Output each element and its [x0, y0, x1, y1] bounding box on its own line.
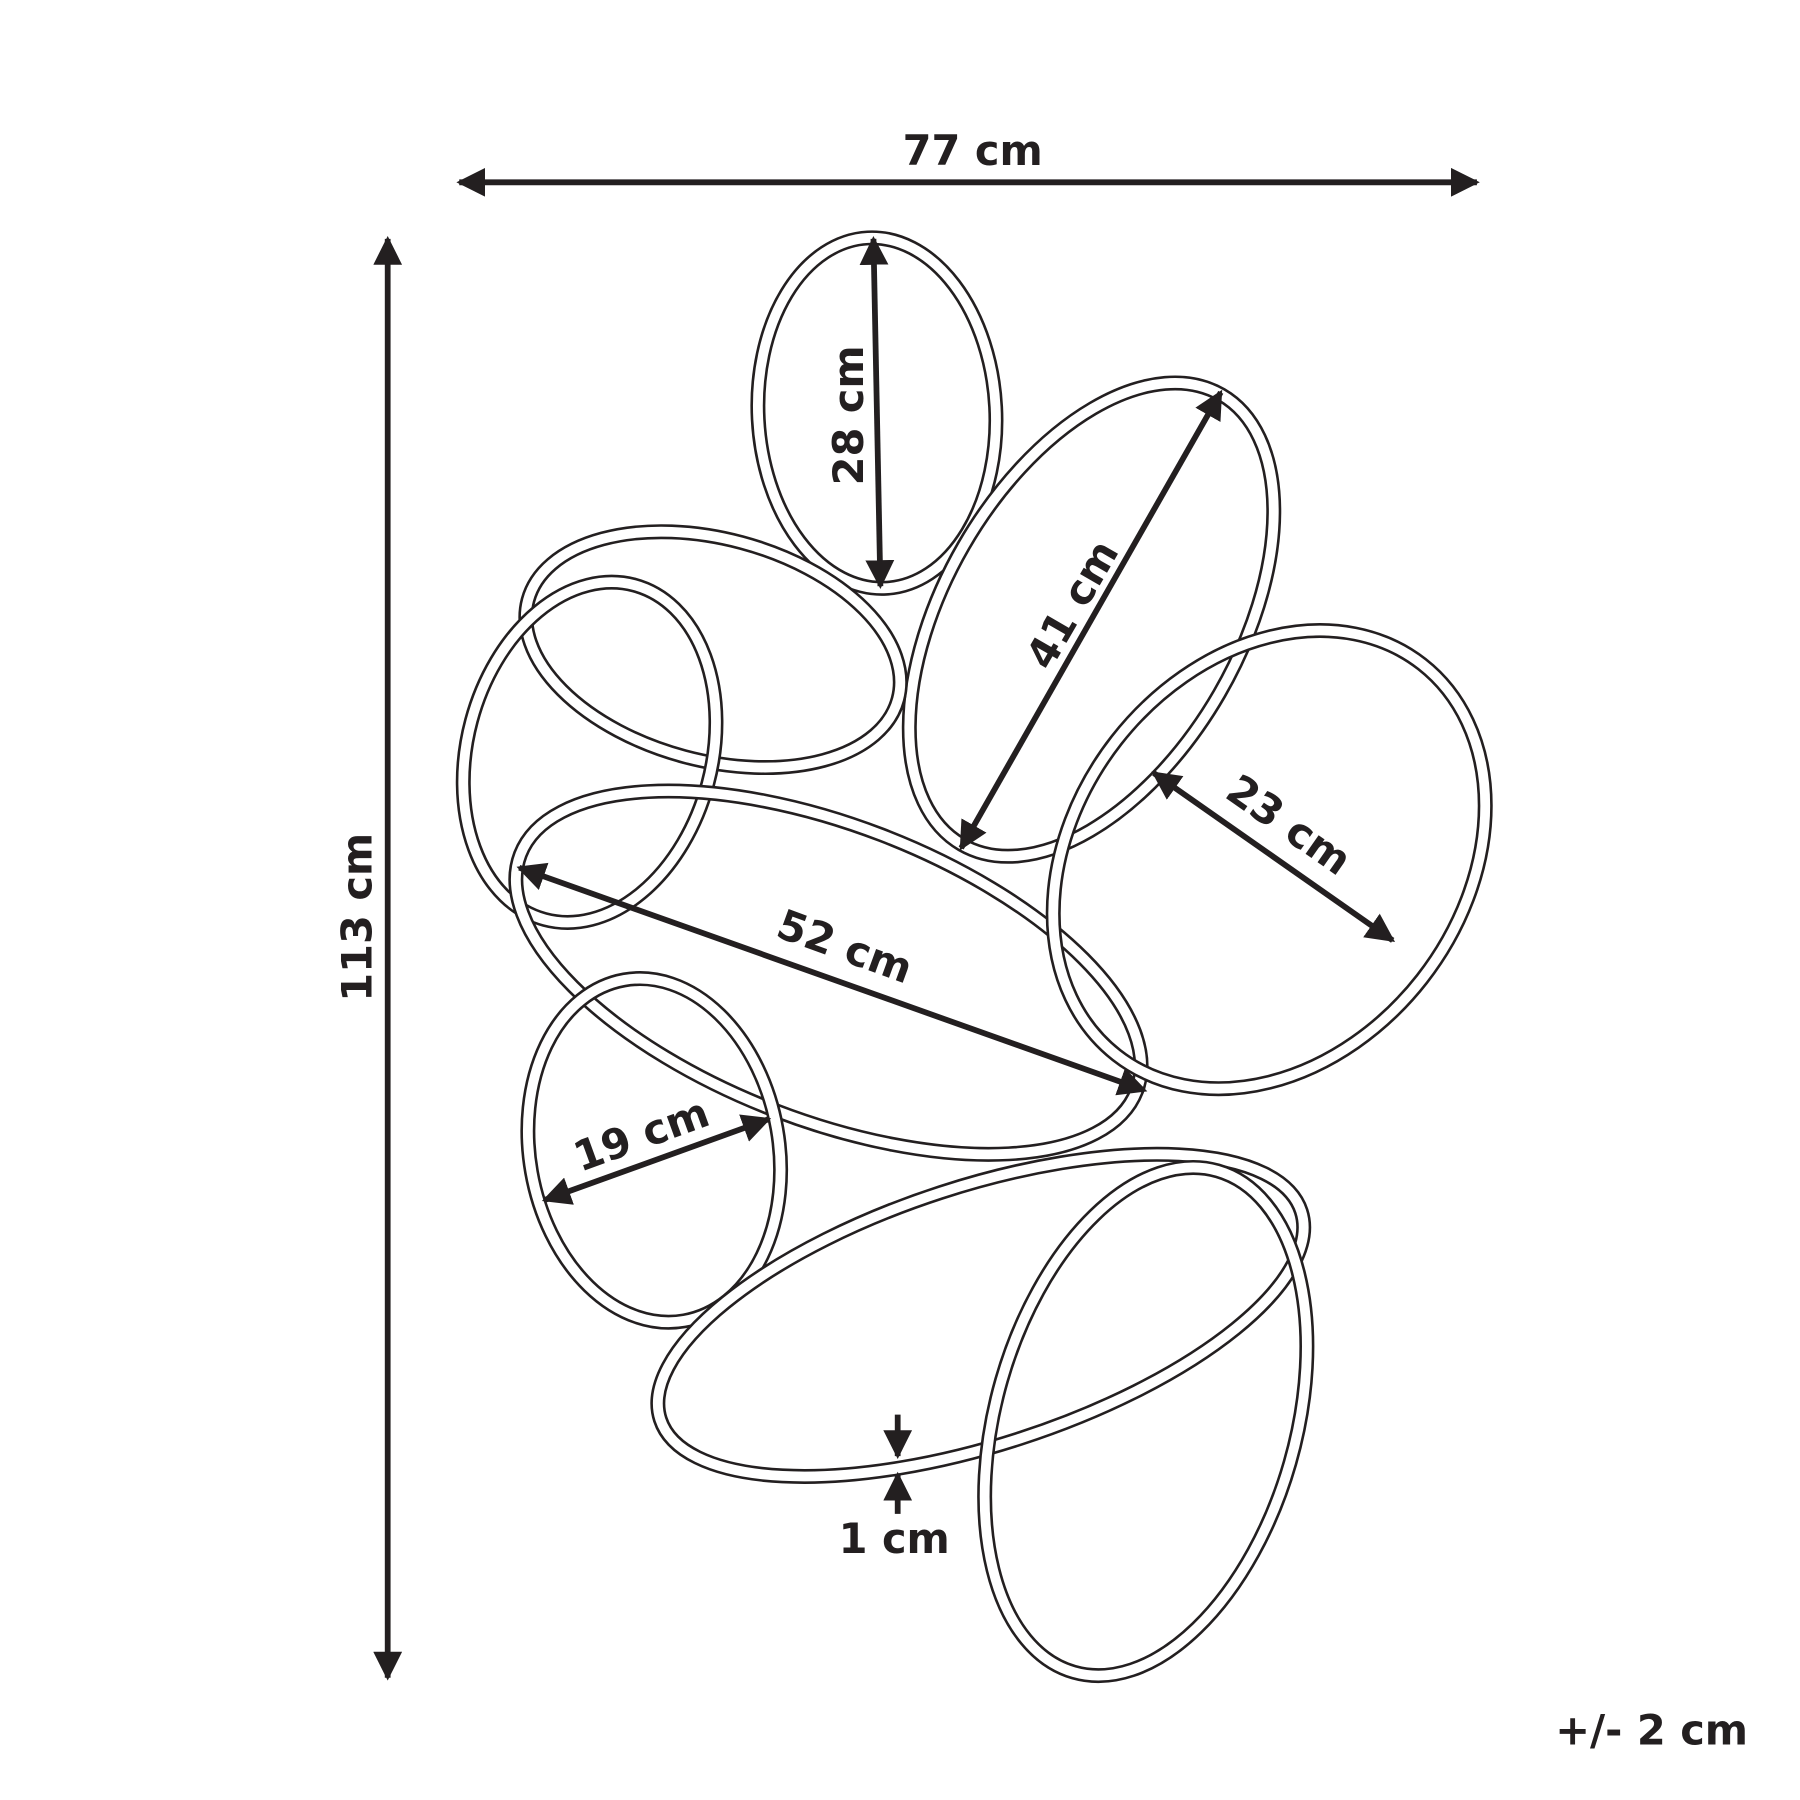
height-label: 113 cm	[333, 833, 382, 1002]
top-ring-label: 28 cm	[824, 345, 873, 485]
bottom-vertical-ring-gap	[979, 1162, 1312, 1681]
center-ring-dimension-arrow	[516, 862, 1148, 1096]
tolerance-label: +/- 2 cm	[1555, 1706, 1748, 1755]
width-label: 77 cm	[903, 126, 1043, 175]
rings	[455, 230, 1493, 1684]
bottom-horizontal-ring-gap	[652, 1149, 1309, 1482]
center-ring-label: 52 cm	[771, 899, 919, 993]
top-ring-dimension-arrow	[859, 235, 895, 590]
right-ring-dimension-arrow	[1151, 770, 1396, 943]
upper-left-ring	[518, 524, 908, 776]
bottom-horizontal-ring	[650, 1146, 1312, 1484]
small-ring-dimension-arrow	[541, 1114, 772, 1205]
tilted-ring-dimension-arrow	[958, 389, 1224, 851]
thickness-label: 1 cm	[839, 1514, 950, 1563]
bottom-vertical-ring	[977, 1159, 1315, 1684]
upper-left-ring-gap	[520, 526, 906, 773]
